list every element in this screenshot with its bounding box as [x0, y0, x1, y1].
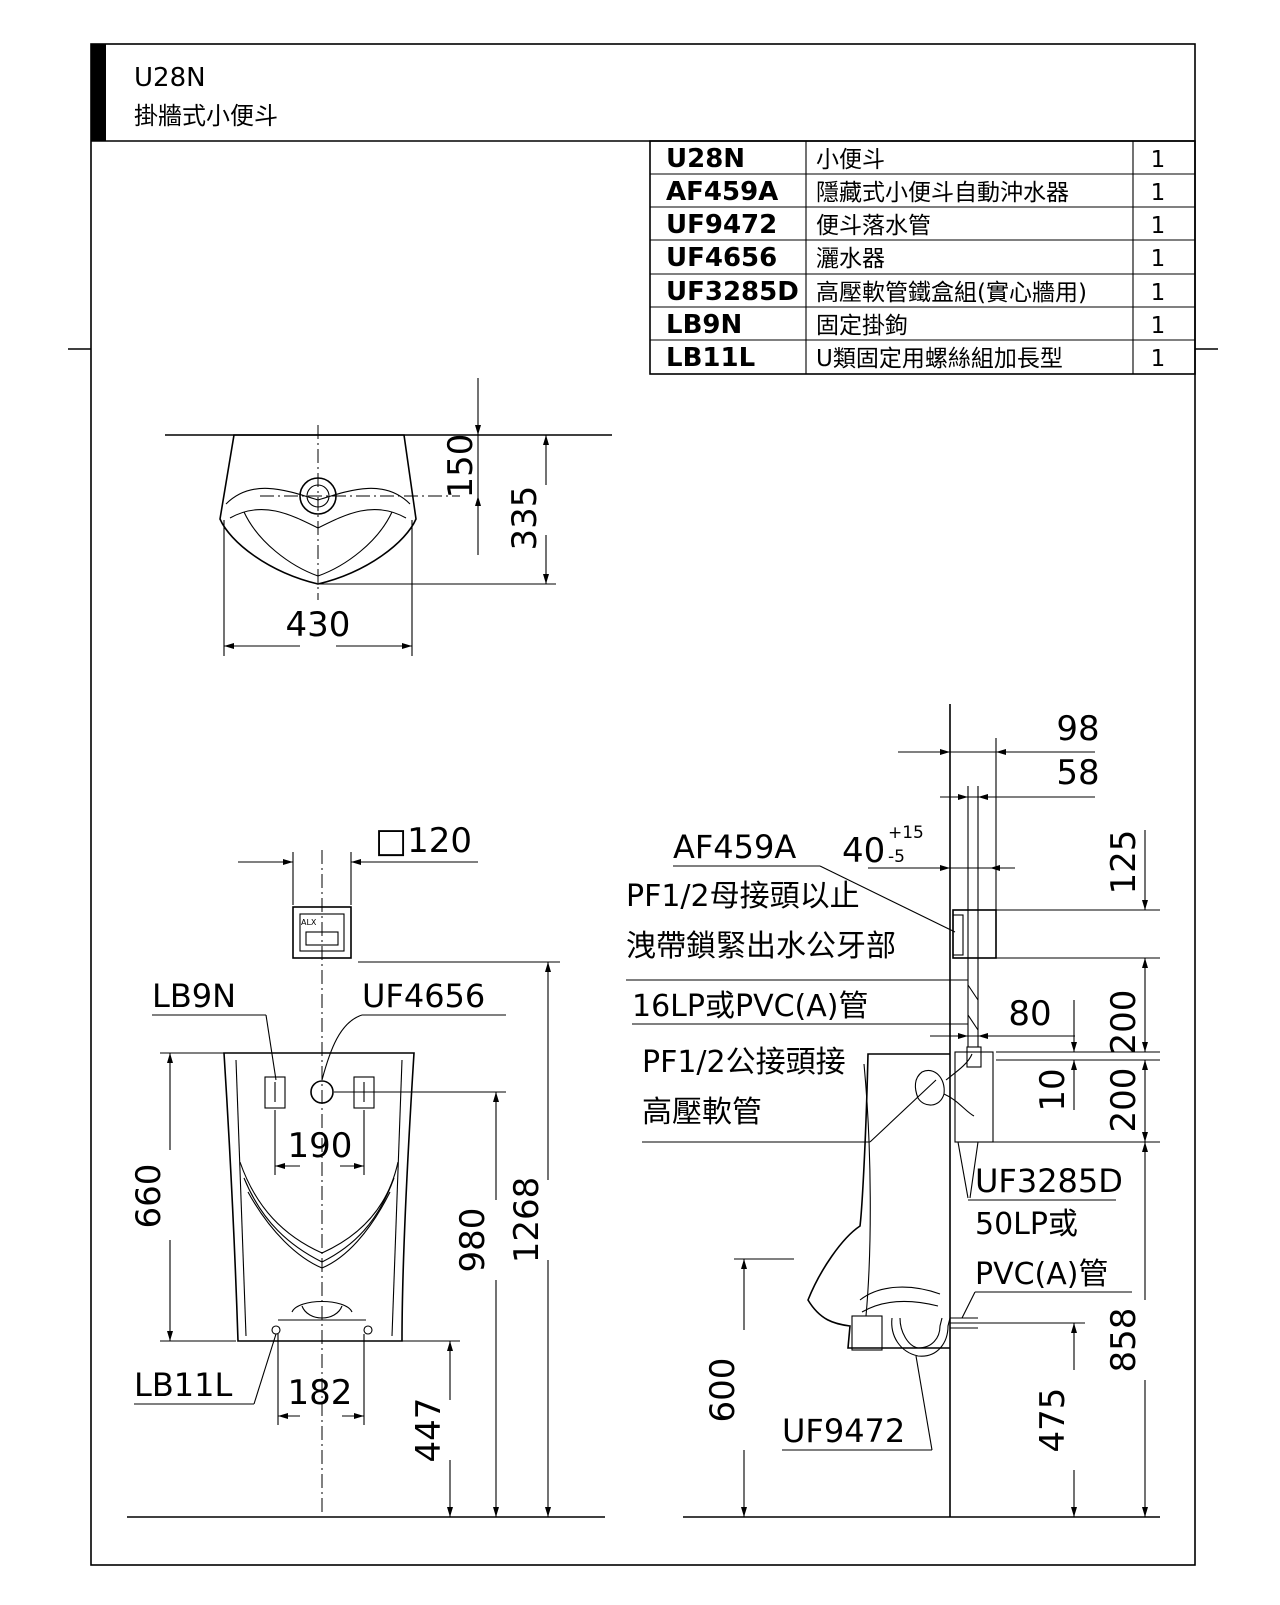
frame [68, 43, 1218, 1566]
note-male-joint-line2: 高壓軟管 [642, 1095, 762, 1130]
dim-sensor-size: □120 [375, 821, 472, 861]
dim-98: 98 [1056, 709, 1099, 749]
part-code: UF9472 [666, 210, 777, 240]
dim-430: 430 [286, 605, 351, 645]
label-uf3285d: UF3285D [975, 1162, 1123, 1200]
dim-125: 125 [1104, 830, 1144, 895]
dim-40: 40 [842, 831, 885, 871]
sensor-logo-mark: ALX [301, 918, 317, 927]
label-uf4656: UF4656 [362, 977, 485, 1015]
dim-600: 600 [703, 1358, 743, 1423]
part-qty: 1 [1151, 147, 1166, 173]
part-description: 固定掛鉤 [816, 313, 908, 339]
label-lb11l: LB11L [134, 1366, 233, 1404]
note-female-joint-line1: PF1/2母接頭以止 [626, 879, 860, 914]
dim-858: 858 [1104, 1308, 1144, 1373]
model-number: U28N [134, 63, 206, 93]
dim-182: 182 [288, 1373, 353, 1413]
dim-447: 447 [409, 1398, 449, 1463]
part-code: UF4656 [666, 243, 777, 273]
part-description: U類固定用螺絲組加長型 [816, 346, 1063, 372]
part-qty: 1 [1151, 313, 1166, 339]
dim-200-upper: 200 [1104, 990, 1144, 1055]
dim-1268: 1268 [507, 1177, 547, 1264]
dim-58: 58 [1056, 753, 1099, 793]
part-description: 隱藏式小便斗自動沖水器 [816, 180, 1069, 206]
part-code: U28N [666, 144, 745, 174]
part-qty: 1 [1151, 280, 1166, 306]
dim-150: 150 [441, 434, 481, 499]
label-lb9n: LB9N [152, 977, 236, 1015]
front-view: ALX □120 LB9N UF4656 LB11L [127, 821, 605, 1518]
tolerance-plus: +15 [888, 823, 924, 843]
part-qty: 1 [1151, 213, 1166, 239]
part-code: UF3285D [666, 277, 799, 307]
label-af459a: AF459A [673, 828, 796, 866]
note-male-joint-line1: PF1/2公接頭接 [642, 1045, 846, 1080]
parts-table: U28N 小便斗 1 AF459A 隱藏式小便斗自動沖水器 1 UF9472 便… [649, 140, 1196, 375]
product-name: 掛牆式小便斗 [134, 102, 278, 130]
label-uf9472: UF9472 [782, 1412, 905, 1450]
part-description: 高壓軟管鐵盒組(實心牆用) [816, 280, 1087, 306]
part-description: 小便斗 [816, 147, 885, 173]
top-view: 150 335 430 [165, 378, 612, 656]
note-female-joint-line2: 洩帶鎖緊出水公牙部 [626, 929, 896, 964]
side-view: 98 58 40 +15 -5 AF459A PF1/2母接頭以止 洩帶鎖緊出水… [626, 704, 1160, 1518]
label-supply-pipe: 16LP或PVC(A)管 [632, 989, 868, 1024]
title-block: U28N 掛牆式小便斗 [134, 63, 278, 130]
part-code: AF459A [666, 177, 778, 207]
dim-200-lower: 200 [1104, 1068, 1144, 1133]
dim-475: 475 [1033, 1388, 1073, 1453]
dim-10: 10 [1033, 1068, 1073, 1111]
part-code: LB11L [666, 343, 755, 373]
dim-80: 80 [1008, 994, 1051, 1034]
part-qty: 1 [1151, 180, 1166, 206]
dim-190: 190 [288, 1126, 353, 1166]
label-drain-pipe-line2: PVC(A)管 [975, 1257, 1109, 1292]
part-description: 灑水器 [816, 246, 885, 272]
dim-335: 335 [505, 486, 545, 551]
tolerance-minus: -5 [888, 847, 905, 867]
part-code: LB9N [666, 310, 742, 340]
part-qty: 1 [1151, 246, 1166, 272]
dim-980: 980 [453, 1208, 493, 1273]
label-drain-pipe-line1: 50LP或 [975, 1207, 1078, 1242]
part-qty: 1 [1151, 346, 1166, 372]
dim-660: 660 [129, 1164, 169, 1229]
part-description: 便斗落水管 [816, 213, 931, 239]
